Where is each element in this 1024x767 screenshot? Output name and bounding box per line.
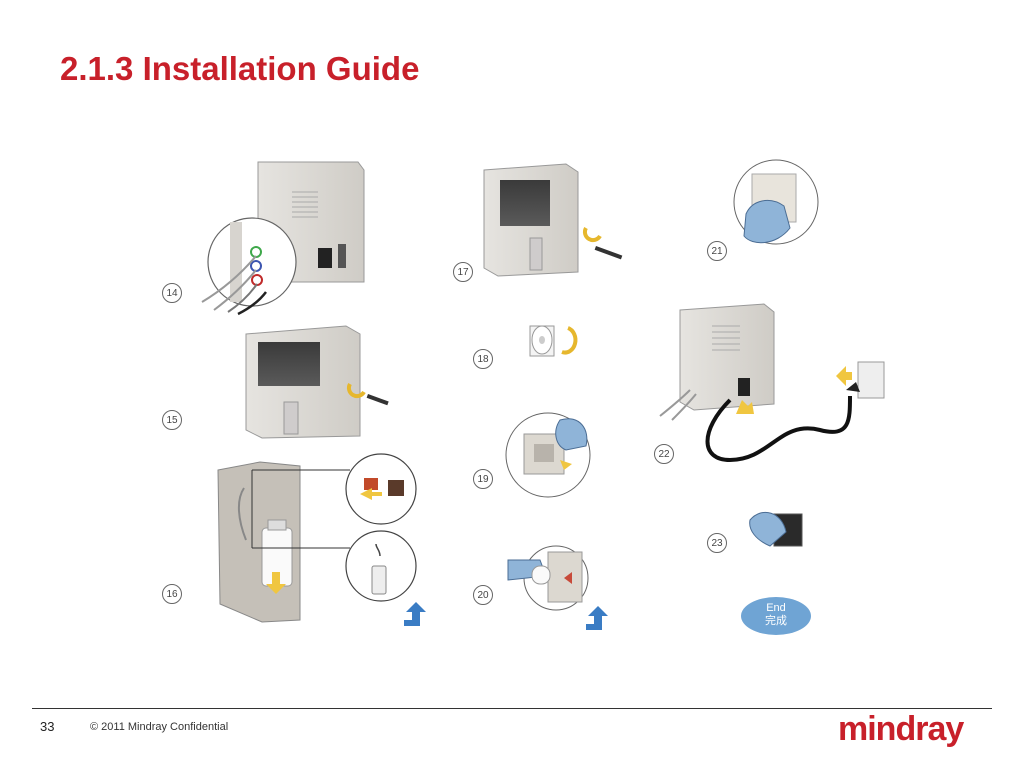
page-number: 33 bbox=[40, 719, 54, 734]
mindray-logo: mindray bbox=[838, 710, 963, 749]
step-number-16: 16 bbox=[162, 584, 182, 604]
step-number-15: 15 bbox=[162, 410, 182, 430]
copyright-text: © 2011 Mindray Confidential bbox=[90, 721, 228, 733]
step-number-20: 20 bbox=[473, 585, 493, 605]
step-number-17: 17 bbox=[453, 262, 473, 282]
step-number-21: 21 bbox=[707, 241, 727, 261]
step17-machine-front bbox=[484, 164, 622, 276]
step22-power-cord bbox=[660, 304, 884, 460]
step-number-23: 23 bbox=[707, 533, 727, 553]
step-number-14: 14 bbox=[162, 283, 182, 303]
step21-power-switch bbox=[734, 160, 818, 244]
end-label-chinese: 完成 bbox=[741, 615, 811, 628]
step16-reagent-bottle bbox=[218, 454, 426, 626]
step19-printer-hand bbox=[506, 413, 590, 497]
end-button[interactable]: End 完成 bbox=[741, 597, 811, 635]
step-number-19: 19 bbox=[473, 469, 493, 489]
step18-paper-roll bbox=[530, 326, 575, 356]
end-label: End bbox=[741, 602, 811, 615]
step14-machine-back bbox=[202, 162, 364, 314]
step-number-18: 18 bbox=[473, 349, 493, 369]
step23-switch-hand bbox=[750, 512, 802, 546]
step15-machine-front bbox=[246, 326, 389, 438]
step-number-22: 22 bbox=[654, 444, 674, 464]
step20-printer-paper bbox=[508, 546, 608, 630]
footer-divider bbox=[32, 708, 992, 709]
